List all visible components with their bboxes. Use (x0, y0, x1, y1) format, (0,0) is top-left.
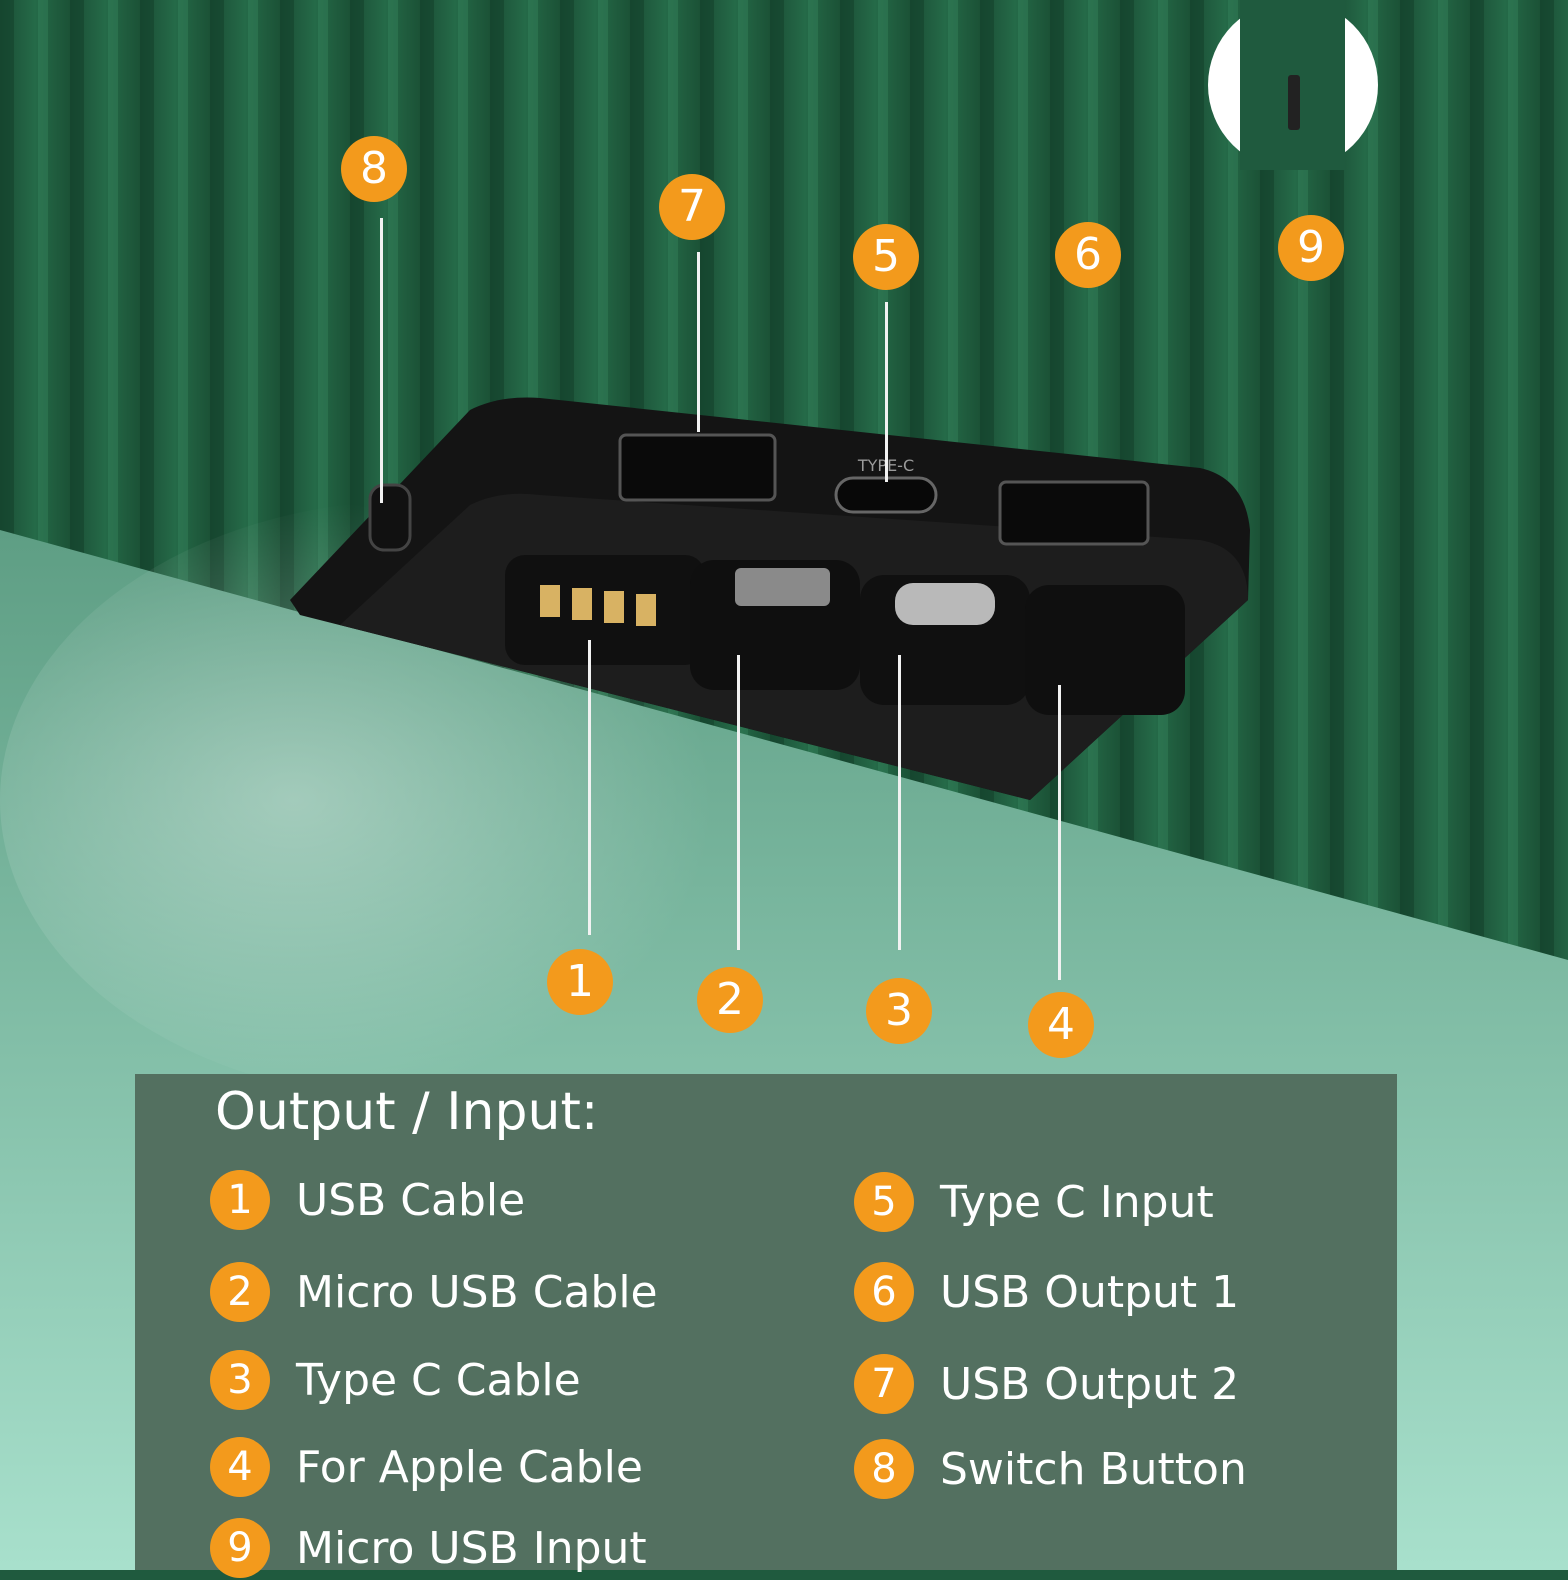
callout-4: 4 (1028, 992, 1094, 1058)
legend-label: Type C Cable (296, 1354, 581, 1406)
usb-port-2 (618, 433, 777, 502)
legend-item-2: 2 Micro USB Cable (210, 1260, 658, 1324)
legend-label: USB Output 2 (940, 1358, 1240, 1410)
leader-line-7 (697, 252, 700, 432)
legend-number: 3 (210, 1350, 270, 1410)
legend-number: 9 (210, 1518, 270, 1578)
usb-port-1 (998, 480, 1150, 546)
power-bank: TYPE-C (290, 397, 1250, 800)
callout-8: 8 (341, 136, 407, 202)
legend-number: 6 (854, 1262, 914, 1322)
legend-number: 5 (854, 1172, 914, 1232)
type-c-port (834, 476, 938, 514)
micro-usb-input-inset (1208, 0, 1378, 170)
legend-label: USB Cable (296, 1174, 526, 1226)
legend-item-5: 5 Type C Input (854, 1170, 1214, 1234)
legend-number: 7 (854, 1354, 914, 1414)
callout-7: 7 (659, 174, 725, 240)
leader-line-1 (588, 640, 591, 935)
legend-number: 2 (210, 1262, 270, 1322)
legend-item-6: 6 USB Output 1 (854, 1260, 1239, 1324)
callout-3: 3 (866, 978, 932, 1044)
callout-5: 5 (853, 224, 919, 290)
legend-title: Output / Input: (215, 1082, 599, 1142)
switch-button (368, 483, 412, 552)
apple-cable (1025, 585, 1185, 715)
legend-item-3: 3 Type C Cable (210, 1348, 581, 1412)
legend-item-8: 8 Switch Button (854, 1437, 1247, 1501)
legend-label: Micro USB Cable (296, 1266, 658, 1318)
callout-9: 9 (1278, 215, 1344, 281)
leader-line-3 (898, 655, 901, 950)
legend-item-1: 1 USB Cable (210, 1168, 525, 1232)
legend-label: Type C Input (940, 1176, 1214, 1228)
legend-label: Micro USB Input (296, 1522, 647, 1574)
callout-6: 6 (1055, 222, 1121, 288)
legend-item-7: 7 USB Output 2 (854, 1352, 1239, 1416)
callout-2: 2 (697, 967, 763, 1033)
legend-number: 8 (854, 1439, 914, 1499)
legend-number: 1 (210, 1170, 270, 1230)
legend-number: 4 (210, 1437, 270, 1497)
leader-line-2 (737, 655, 740, 950)
legend-label: Switch Button (940, 1443, 1247, 1495)
legend-label: For Apple Cable (296, 1441, 643, 1493)
legend-item-4: 4 For Apple Cable (210, 1435, 643, 1499)
callout-1: 1 (547, 949, 613, 1015)
leader-line-5 (885, 302, 888, 482)
leader-line-4 (1058, 685, 1061, 980)
legend-panel: Output / Input: 1 USB Cable 2 Micro USB … (135, 1074, 1397, 1578)
legend-label: USB Output 1 (940, 1266, 1240, 1318)
leader-line-8 (380, 218, 383, 503)
legend-item-9: 9 Micro USB Input (210, 1516, 647, 1580)
